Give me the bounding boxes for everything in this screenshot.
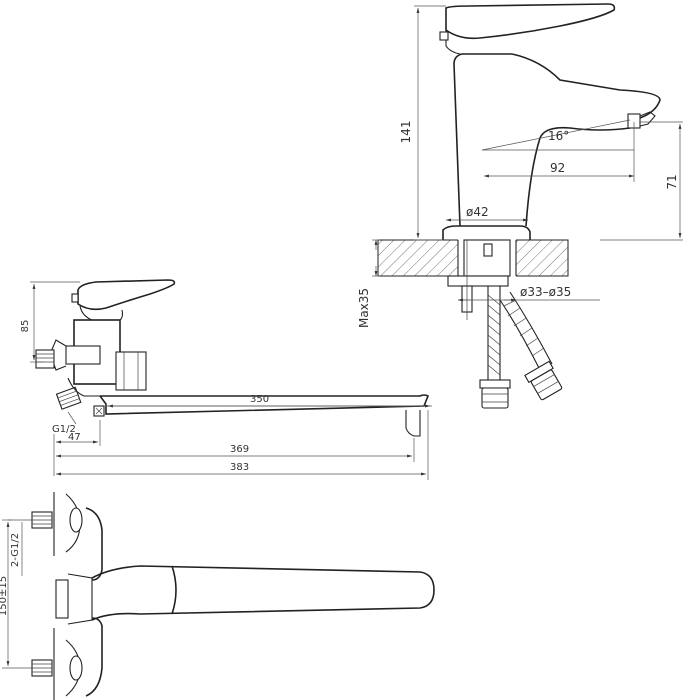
dim-thread2: 2-G1/2 [10,533,21,567]
faucet-body [453,53,512,227]
dim-47: 47 [68,432,81,443]
handle-lever [445,3,616,40]
faucet-base [442,225,531,240]
basin-faucet-view: 141 16° 92 71 ø42 Max35 ø33–ø35 [357,3,683,409]
dim-369: 369 [230,444,249,455]
wall-mixer-front-view: 2-G1/2 150±15 [0,492,435,700]
dim-92: 92 [550,161,565,175]
mixer-handle [77,279,176,311]
spout [525,126,631,227]
dim-350: 350 [250,394,269,405]
dim-base: ø42 [466,205,489,219]
mixer-spout-front [91,565,435,621]
dim-center: 150±15 [0,576,9,616]
dim-71: 71 [665,174,679,189]
dim-383: 383 [230,462,249,473]
dim-thread: G1/2 [52,424,76,435]
dim-hole: ø33–ø35 [520,285,571,299]
mixer-spout [99,394,430,415]
dim-angle: 16° [548,129,569,143]
wall-mixer-side-view: 85 350 G1/2 47 369 383 [20,279,432,480]
mixer-body-front [85,507,103,581]
dim-141: 141 [399,121,413,144]
dim-85: 85 [20,320,31,333]
dim-max: Max35 [357,288,371,328]
hose-right [499,299,541,371]
